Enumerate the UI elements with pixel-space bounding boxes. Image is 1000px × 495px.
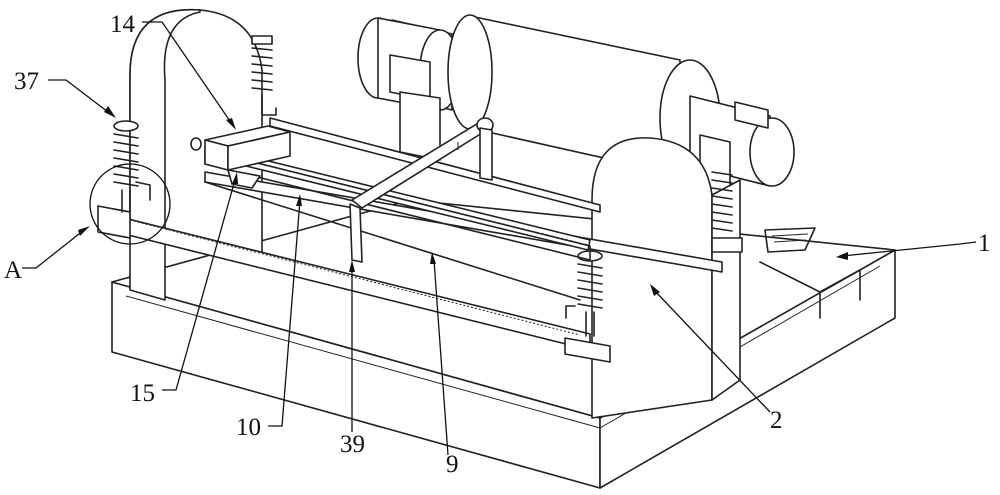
callout-1: 1	[978, 230, 991, 257]
left-front-spring	[113, 120, 151, 213]
rear-roller-assembly	[357, 14, 795, 251]
callout-9: 9	[446, 451, 459, 478]
callout-14: 14	[110, 11, 136, 38]
callout-labels: 14 37 A 15 10 39 9 2 1	[4, 11, 991, 478]
callout-10: 10	[236, 414, 261, 441]
callout-39: 39	[340, 431, 365, 458]
screw-rod	[204, 117, 601, 261]
callout-37: 37	[14, 68, 39, 95]
callout-2: 2	[770, 407, 783, 434]
cross-bar	[349, 117, 494, 263]
callout-15: 15	[130, 380, 155, 407]
callout-A: A	[4, 257, 22, 284]
right-upright	[591, 137, 816, 419]
leader-lines	[22, 21, 977, 456]
slider-block	[190, 125, 291, 189]
